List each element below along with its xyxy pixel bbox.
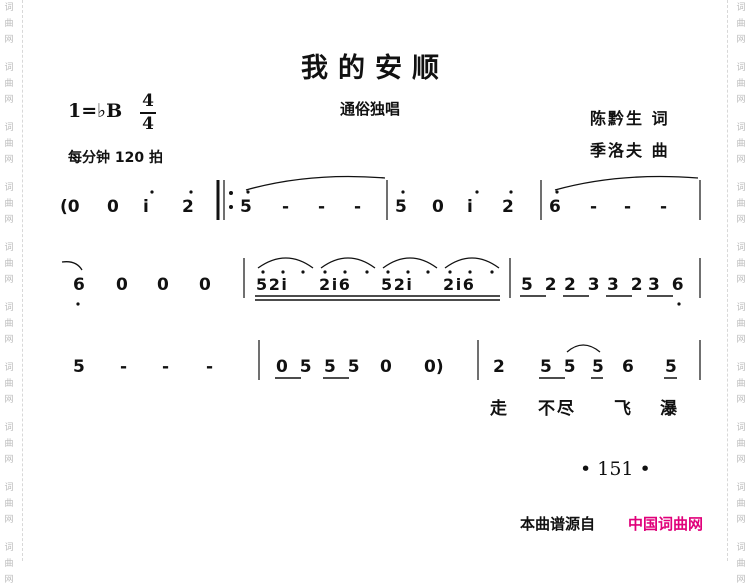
note: - (318, 197, 325, 217)
note: 2 3 (564, 275, 603, 295)
note: - (590, 197, 597, 217)
lyricist-credit: 陈黔生 词 (590, 109, 670, 128)
lyric: 飞 (614, 399, 631, 419)
watermark-text: 词曲网 (736, 3, 746, 45)
watermark-text: 词曲网 (736, 423, 746, 465)
watermark-text: 词曲网 (4, 423, 14, 465)
score-row-3: 5 - - - 0 5 5 5 0 0) 2 5 5 5 6 5 (73, 340, 701, 380)
note: 3 2 (607, 275, 646, 295)
slur (257, 257, 314, 269)
slur (320, 257, 376, 269)
watermark-text: 词曲网 (736, 183, 746, 225)
note: 6 (622, 357, 634, 377)
watermark-text: 词曲网 (4, 3, 14, 45)
note: - (354, 197, 361, 217)
watermark-text: 词曲网 (736, 63, 746, 105)
slur (382, 257, 438, 269)
note: 5 (665, 357, 677, 377)
watermark-text: 词曲网 (736, 123, 746, 165)
note: 5 (395, 197, 407, 217)
slur (566, 344, 601, 353)
note: 0 (116, 275, 128, 295)
tie (554, 175, 699, 191)
note: 5 (240, 197, 252, 217)
left-watermark-line (22, 0, 23, 561)
watermark-text: 词曲网 (4, 483, 14, 525)
note: 0 (432, 197, 444, 217)
right-watermark-line (727, 0, 728, 561)
note: 5 2 i (381, 275, 411, 294)
note: 2 (502, 197, 514, 217)
watermark-text: 词曲网 (4, 363, 14, 405)
time-signature-bottom: 4 (142, 114, 154, 134)
note: (0 (60, 197, 80, 217)
note: 3 6 (648, 275, 687, 295)
key-signature: 1=♭B (68, 100, 123, 122)
note: 2 i 6 (319, 275, 350, 294)
time-signature-top: 4 (142, 91, 154, 111)
note: 5 (73, 357, 85, 377)
note: 0 (157, 275, 169, 295)
watermark-text: 词曲网 (736, 303, 746, 345)
note: - (162, 357, 169, 377)
watermark-text: 词曲网 (4, 183, 14, 225)
watermark-text: 词曲网 (4, 63, 14, 105)
lyric: 不尽 (538, 399, 576, 419)
performance-style: 通俗独唱 (340, 100, 401, 118)
note: - (206, 357, 213, 377)
song-title: 我的安顺 (301, 53, 449, 84)
source-label: 本曲谱源自 (520, 515, 596, 533)
note: 6 (549, 197, 561, 217)
note: i (143, 197, 149, 217)
note: 5 2 i (256, 275, 286, 294)
note: 5 (592, 357, 604, 377)
site-name-link[interactable]: 中国词曲网 (628, 515, 704, 533)
tie (61, 261, 83, 271)
lyric: 瀑 (660, 399, 677, 419)
note: 6 (73, 275, 85, 295)
note: 5 2 (521, 275, 560, 295)
composer-credit: 季洛夫 曲 (590, 141, 670, 160)
note: 5 5 (324, 357, 363, 377)
watermark-text: 词曲网 (4, 243, 14, 285)
note: 0 5 (276, 357, 315, 377)
note: - (120, 357, 127, 377)
tempo-marking: 每分钟 120 拍 (68, 150, 163, 166)
note: 2 (182, 197, 194, 217)
score: (0 0 i 2 5 - - - 5 0 i 2 6 - - - (60, 175, 701, 380)
watermark-text: 词曲网 (4, 303, 14, 345)
watermark-text: 词曲网 (736, 363, 746, 405)
watermark-text: 词曲网 (736, 483, 746, 525)
note: - (624, 197, 631, 217)
note: 0) (424, 357, 444, 377)
tie (245, 175, 386, 191)
note: 0 (107, 197, 119, 217)
note: - (282, 197, 289, 217)
note: 5 5 (540, 357, 579, 377)
note: 2 i 6 (443, 275, 474, 294)
lyric: 走 (490, 399, 507, 419)
score-row-1: (0 0 i 2 5 - - - 5 0 i 2 6 - - - (60, 175, 701, 220)
note: 0 (199, 275, 211, 295)
watermark-text: 词曲网 (736, 243, 746, 285)
watermark-text: 词曲网 (4, 123, 14, 165)
note: i (467, 197, 473, 217)
time-signature: 4 4 (140, 92, 156, 134)
slur (444, 257, 500, 269)
page-number: • 151 • (580, 458, 651, 480)
score-row-2: 6 0 0 0 5 2 i 2 i 6 5 2 i 2 i 6 5 2 2 3 … (61, 257, 701, 306)
note: 2 (493, 357, 505, 377)
note: 0 (380, 357, 392, 377)
note: - (660, 197, 667, 217)
